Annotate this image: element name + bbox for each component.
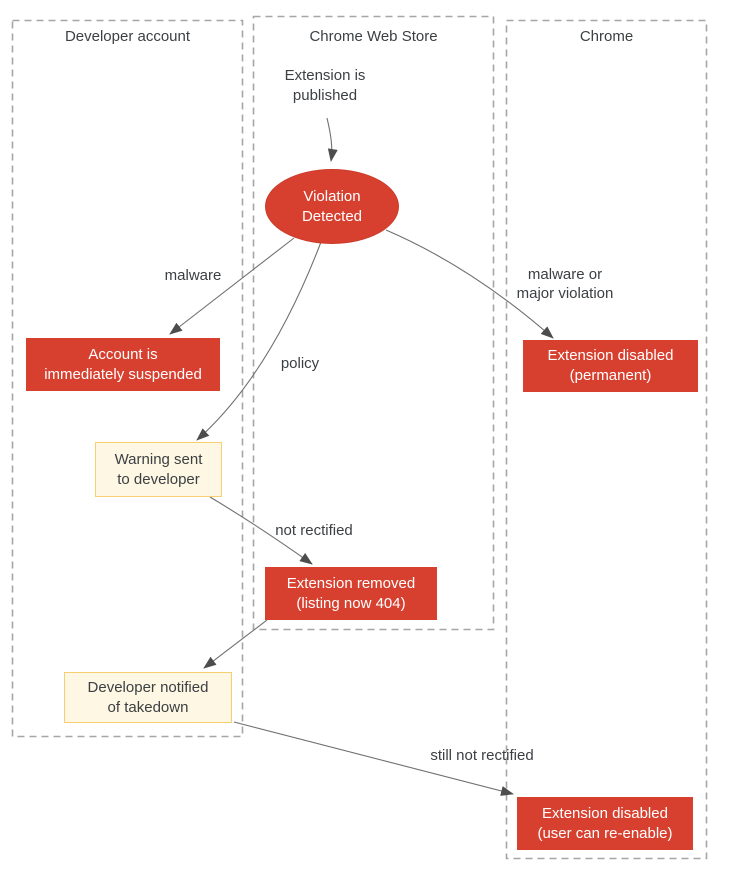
arrow-notified-to-disabled-reenable [233, 721, 514, 796]
arrow-removed-to-notified [203, 619, 268, 669]
arrow-violation-to-disabled-permanent [385, 229, 554, 339]
arrow-published-to-violation [326, 117, 338, 162]
node-extension-removed: Extension removed (listing now 404) [265, 567, 437, 620]
edge-label-not-rectified: not rectified [275, 522, 353, 539]
arrow-violation-to-warning [196, 241, 322, 441]
node-extension-published: Extension is published [284, 67, 366, 104]
edge-label-malware-or-major-violation: malware or major violation [516, 266, 614, 302]
node-developer-notified: Developer notified of takedown [64, 672, 232, 723]
lane-chrome-border [505, 19, 708, 860]
lane-title-chrome-web-store: Chrome Web Store [309, 28, 438, 45]
lane-title-developer-account: Developer account [64, 28, 191, 45]
edge-label-policy: policy [280, 355, 320, 372]
node-violation-detected: Violation Detected [265, 169, 399, 244]
node-account-suspended: Account is immediately suspended [26, 338, 220, 391]
node-extension-disabled-permanent: Extension disabled (permanent) [523, 340, 698, 392]
edge-label-still-not-rectified: still not rectified [430, 747, 534, 764]
lane-developer-account-border [11, 19, 244, 738]
lane-title-chrome: Chrome [579, 28, 634, 45]
arrow-warning-to-removed [209, 496, 313, 565]
node-extension-disabled-reenable: Extension disabled (user can re-enable) [517, 797, 693, 850]
arrow-violation-to-suspended [169, 237, 295, 335]
edge-label-malware: malware [164, 267, 222, 284]
node-warning-sent: Warning sent to developer [95, 442, 222, 497]
lane-chrome-web-store-border [252, 15, 495, 631]
